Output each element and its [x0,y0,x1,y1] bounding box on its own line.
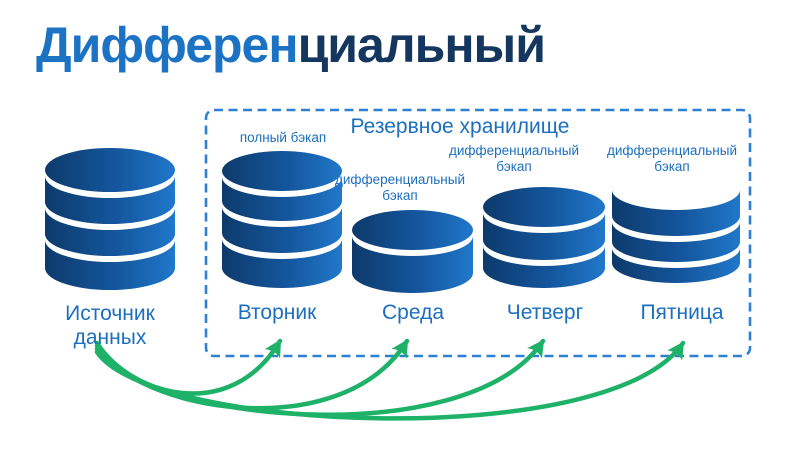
day-label-friday: Пятница [640,301,724,324]
day-label-tuesday: Вторник [237,301,317,324]
page-title: Дифференциальный [36,16,546,74]
database-icon-friday [612,190,740,283]
arrow-source-to-thursday [94,338,546,417]
backup-arrows [94,338,686,421]
database-icon-tuesday [222,151,342,288]
database-icon-wednesday [352,210,473,293]
arrow-source-to-wednesday [94,338,410,411]
day-label-wednesday: Среда [382,301,444,324]
backup-storage-title: Резервное хранилище [350,115,570,138]
arrow-source-to-friday [94,340,686,421]
database-icon-source [45,148,175,290]
day-label-thursday: Четверг [506,301,584,324]
backup-label-friday: дифференциальный бэкап [606,143,737,174]
backup-label-thursday: дифференциальный бэкап [448,143,579,174]
page-title-part2: циальный [297,17,546,73]
database-icon-thursday [483,187,605,288]
source-label: Источник данных [65,302,155,350]
page-title-part1: Дифферен [36,17,299,73]
backup-label-tuesday: полный бэкап [239,130,327,145]
backup-label-wednesday: дифференциальный бэкап [334,172,465,203]
